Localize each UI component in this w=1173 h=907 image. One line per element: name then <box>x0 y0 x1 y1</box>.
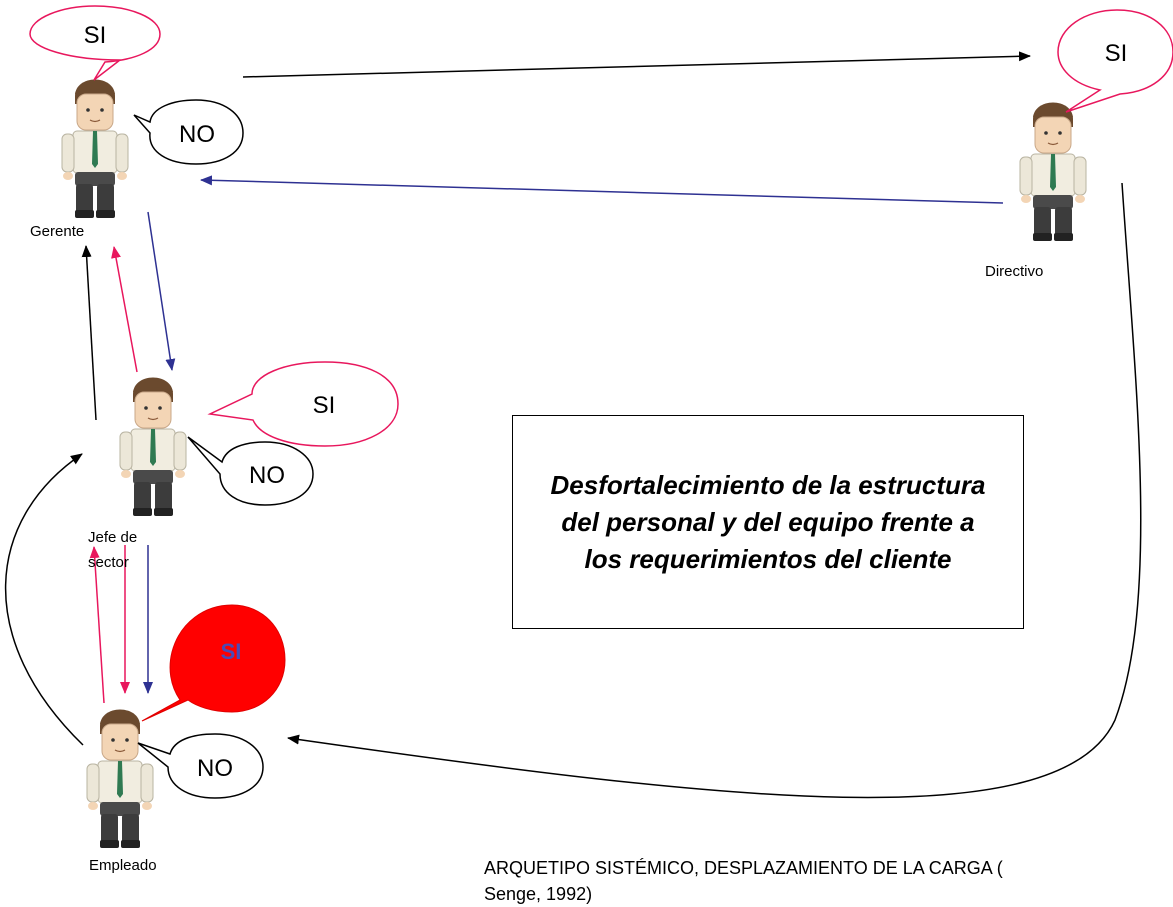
bubble-jefe-si <box>207 361 399 447</box>
label-empleado: Empleado <box>89 857 157 874</box>
label-directivo: Directivo <box>985 263 1043 280</box>
bubble-empleado-no-text: NO <box>197 755 233 782</box>
bubble-gerente-no-text: NO <box>179 121 215 148</box>
bubble-jefe-no-text: NO <box>249 462 285 489</box>
arrow-gerente-to-jefe-blue <box>147 211 176 371</box>
person-gerente <box>61 78 129 219</box>
bubble-jefe-no <box>187 436 314 506</box>
bubble-empleado-si-text: SI <box>221 639 242 664</box>
bubble-empleado-si <box>141 604 286 722</box>
citation-caption: ARQUETIPO SISTÉMICO, DESPLAZAMIENTO DE L… <box>484 858 1003 904</box>
arrow-directivo-to-gerente <box>200 175 1004 204</box>
arrow-gerente-to-directivo <box>242 51 1031 78</box>
label-gerente: Gerente <box>30 223 84 240</box>
arrow-jefe-to-gerente-black <box>81 245 97 421</box>
bubble-gerente-si <box>29 5 161 81</box>
bubble-directivo-si <box>1057 9 1173 113</box>
arrow-jefe-to-gerente-pink <box>111 246 138 373</box>
label-jefe-line1: Jefe de <box>88 529 137 546</box>
arrow-directivo-to-empleado <box>287 182 1142 799</box>
arrow-empleado-to-jefe <box>4 453 84 746</box>
bubble-jefe-si-text: SI <box>313 392 336 419</box>
person-empleado <box>86 708 154 849</box>
center-statement-text: Desfortalecimiento de la estructura del … <box>550 469 986 574</box>
bubble-directivo-si-text: SI <box>1105 40 1128 67</box>
bubble-gerente-no <box>133 99 244 165</box>
person-directivo <box>1019 101 1087 242</box>
arrow-empleado-to-jefe-pink <box>89 546 105 704</box>
bubble-empleado-no <box>137 733 264 799</box>
person-jefe <box>119 376 187 517</box>
center-statement-box: Desfortalecimiento de la estructura del … <box>512 415 1024 629</box>
bubble-gerente-si-text: SI <box>84 22 107 49</box>
label-jefe-line2: sector <box>88 554 129 571</box>
